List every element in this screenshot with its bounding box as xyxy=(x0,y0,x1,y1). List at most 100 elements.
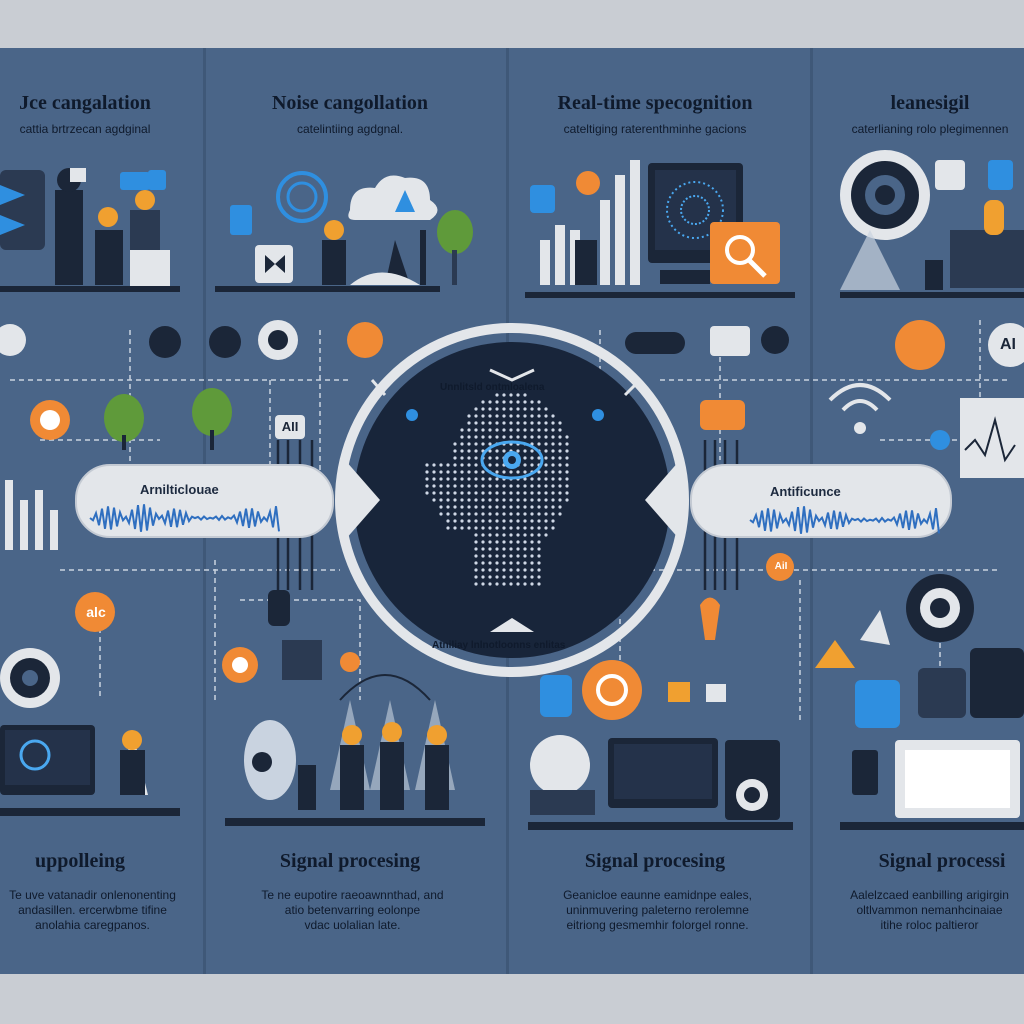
head-dot xyxy=(544,498,548,502)
head-dot xyxy=(446,484,450,488)
head-dot xyxy=(509,414,513,418)
head-dot xyxy=(530,407,534,411)
aii-badge: AiI xyxy=(774,561,788,572)
head-dot xyxy=(509,526,513,530)
head-dot xyxy=(488,442,492,446)
head-dot xyxy=(467,456,471,460)
head-dot xyxy=(516,435,520,439)
head-dot xyxy=(488,526,492,530)
head-dot xyxy=(516,519,520,523)
head-dot xyxy=(523,519,527,523)
head-dot xyxy=(502,519,506,523)
head-dot xyxy=(488,421,492,425)
head-dot xyxy=(481,568,485,572)
head-dot xyxy=(502,575,506,579)
head-dot xyxy=(467,414,471,418)
head-dot xyxy=(509,400,513,404)
head-dot xyxy=(488,435,492,439)
head-dot xyxy=(460,428,464,432)
head-dot xyxy=(453,477,457,481)
head-dot xyxy=(488,505,492,509)
head-dot xyxy=(460,442,464,446)
head-dot xyxy=(509,519,513,523)
head-dot xyxy=(516,505,520,509)
head-dot xyxy=(537,582,541,586)
head-dot xyxy=(502,449,506,453)
head-dot xyxy=(488,407,492,411)
head-dot xyxy=(516,561,520,565)
head-dot xyxy=(495,428,499,432)
head-dot xyxy=(474,484,478,488)
head-dot xyxy=(509,470,513,474)
head-dot xyxy=(488,512,492,516)
head-dot xyxy=(523,505,527,509)
head-dot xyxy=(558,498,562,502)
head-dot xyxy=(509,421,513,425)
head-dot xyxy=(537,428,541,432)
head-dot xyxy=(565,449,569,453)
head-dot xyxy=(551,526,555,530)
head-dot xyxy=(495,561,499,565)
head-dot xyxy=(509,498,513,502)
head-dot xyxy=(432,470,436,474)
head-dot xyxy=(530,449,534,453)
head-dot xyxy=(530,582,534,586)
head-dot xyxy=(537,540,541,544)
head-dot xyxy=(502,568,506,572)
head-dot xyxy=(516,533,520,537)
head-dot xyxy=(516,470,520,474)
head-dot xyxy=(488,582,492,586)
head-dot xyxy=(530,533,534,537)
head-dot xyxy=(453,491,457,495)
footer-text-2: Te ne eupotire raeoawnnthad, and atio be… xyxy=(261,888,444,932)
head-dot xyxy=(460,449,464,453)
head-dot xyxy=(467,435,471,439)
head-dot xyxy=(488,519,492,523)
head-dot xyxy=(460,526,464,530)
head-dot xyxy=(495,463,499,467)
head-dot xyxy=(551,442,555,446)
head-dot xyxy=(544,435,548,439)
head-dot xyxy=(467,505,471,509)
head-dot xyxy=(481,414,485,418)
head-dot xyxy=(523,547,527,551)
panel-title-1: Jce cangalation xyxy=(19,92,151,114)
head-dot xyxy=(481,400,485,404)
head-dot xyxy=(516,575,520,579)
head-dot xyxy=(474,554,478,558)
head-dot xyxy=(453,484,457,488)
head-dot xyxy=(460,512,464,516)
head-dot xyxy=(439,477,443,481)
head-dot xyxy=(467,449,471,453)
head-dot xyxy=(523,414,527,418)
ai-eye-icon xyxy=(480,440,544,480)
head-dot xyxy=(509,484,513,488)
left-waveform xyxy=(89,504,280,532)
head-dot xyxy=(495,435,499,439)
head-dot xyxy=(516,414,520,418)
head-dot xyxy=(439,491,443,495)
head-dot xyxy=(530,526,534,530)
head-dot xyxy=(565,435,569,439)
head-dot xyxy=(558,477,562,481)
head-dot xyxy=(481,407,485,411)
head-dot xyxy=(495,568,499,572)
head-dot xyxy=(474,568,478,572)
head-dot xyxy=(495,498,499,502)
ai-badge: AI xyxy=(1000,336,1016,353)
head-dot xyxy=(516,512,520,516)
head-dot xyxy=(481,554,485,558)
head-dot xyxy=(481,498,485,502)
head-dot xyxy=(481,575,485,579)
head-dot xyxy=(474,421,478,425)
head-dot xyxy=(509,491,513,495)
head-dot xyxy=(495,407,499,411)
head-dot xyxy=(530,561,534,565)
head-dot xyxy=(460,470,464,474)
head-dot xyxy=(495,526,499,530)
head-dot xyxy=(537,498,541,502)
head-dot xyxy=(530,421,534,425)
head-dot xyxy=(502,540,506,544)
head-dot xyxy=(558,463,562,467)
head-dot xyxy=(488,428,492,432)
